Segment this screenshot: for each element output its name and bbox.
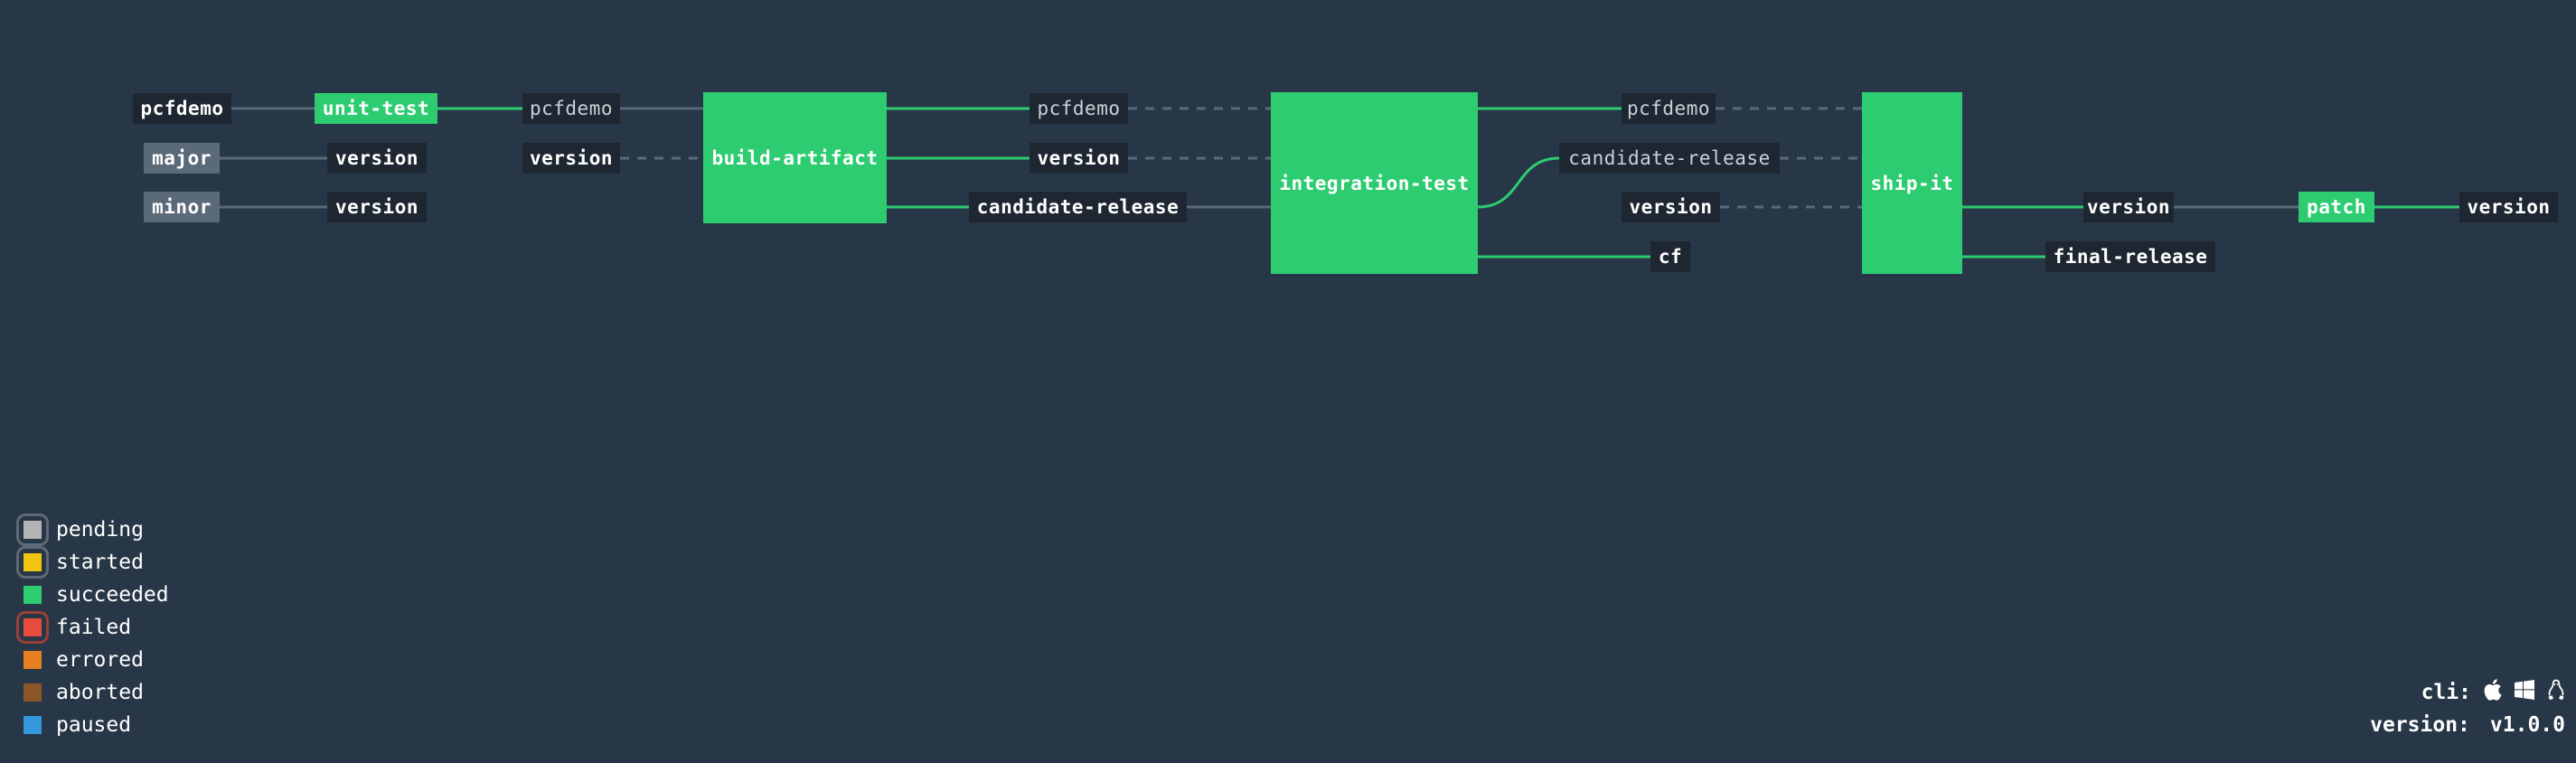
legend-item-paused: paused	[16, 709, 169, 741]
resource-candidate-release[interactable]: candidate-release	[969, 192, 1187, 222]
legend-label: succeeded	[56, 583, 169, 607]
job-unit-test[interactable]: unit-test	[315, 93, 437, 124]
cli-label: cli:	[2421, 681, 2471, 704]
legend-label: errored	[56, 648, 144, 672]
cli-downloads: cli:	[2370, 676, 2565, 709]
resource-candidate-release-test-output[interactable]: candidate-release	[1559, 143, 1780, 174]
job-patch[interactable]: patch	[2299, 192, 2374, 222]
errored-swatch	[24, 651, 42, 669]
resource-final-release[interactable]: final-release	[2045, 241, 2215, 272]
resource-pcfdemo-input[interactable]: pcfdemo	[522, 93, 620, 124]
job-build-artifact[interactable]: build-artifact	[703, 92, 887, 223]
resource-major[interactable]: major	[144, 143, 220, 174]
resource-pcfdemo-test-output[interactable]: pcfdemo	[1622, 93, 1716, 124]
resource-pcfdemo-build-output[interactable]: pcfdemo	[1029, 93, 1128, 124]
status-legend: pending started succeeded failed errored…	[16, 513, 169, 741]
legend-item-succeeded: succeeded	[16, 579, 169, 611]
resource-version-patch-output[interactable]: version	[2459, 192, 2558, 222]
resource-version-input[interactable]: version	[522, 143, 620, 174]
started-swatch	[16, 546, 49, 579]
paused-swatch	[24, 716, 42, 734]
resource-version-minor[interactable]: version	[327, 192, 427, 222]
resource-minor[interactable]: minor	[144, 192, 220, 222]
legend-item-failed: failed	[16, 611, 169, 644]
legend-label: aborted	[56, 681, 144, 704]
concourse-version: version: v1.0.0	[2370, 709, 2565, 741]
legend-label: paused	[56, 713, 132, 737]
job-ship-it[interactable]: ship-it	[1862, 92, 1962, 274]
linux-icon[interactable]	[2547, 679, 2565, 706]
cli-info: cli: version: v1.0.0	[2370, 676, 2565, 741]
resource-pcfdemo[interactable]: pcfdemo	[133, 93, 231, 124]
legend-label: started	[56, 551, 144, 574]
legend-item-pending: pending	[16, 513, 169, 546]
legend-label: pending	[56, 518, 144, 542]
aborted-swatch	[24, 683, 42, 702]
windows-icon[interactable]	[2515, 680, 2534, 705]
resource-version-build-output[interactable]: version	[1029, 143, 1128, 174]
apple-icon[interactable]	[2484, 679, 2502, 706]
resource-cf[interactable]: cf	[1650, 241, 1690, 272]
legend-item-errored: errored	[16, 644, 169, 676]
resource-version-ship-output[interactable]: version	[2083, 192, 2174, 222]
resource-version-major[interactable]: version	[327, 143, 427, 174]
legend-item-aborted: aborted	[16, 676, 169, 709]
job-integration-test[interactable]: integration-test	[1271, 92, 1478, 274]
failed-swatch	[16, 611, 49, 644]
version-label: version:	[2370, 713, 2470, 737]
version-value: v1.0.0	[2489, 713, 2565, 737]
succeeded-swatch	[24, 586, 42, 604]
pending-swatch	[16, 513, 49, 546]
legend-label: failed	[56, 616, 132, 639]
legend-item-started: started	[16, 546, 169, 579]
resource-version-test-output[interactable]: version	[1622, 192, 1720, 222]
